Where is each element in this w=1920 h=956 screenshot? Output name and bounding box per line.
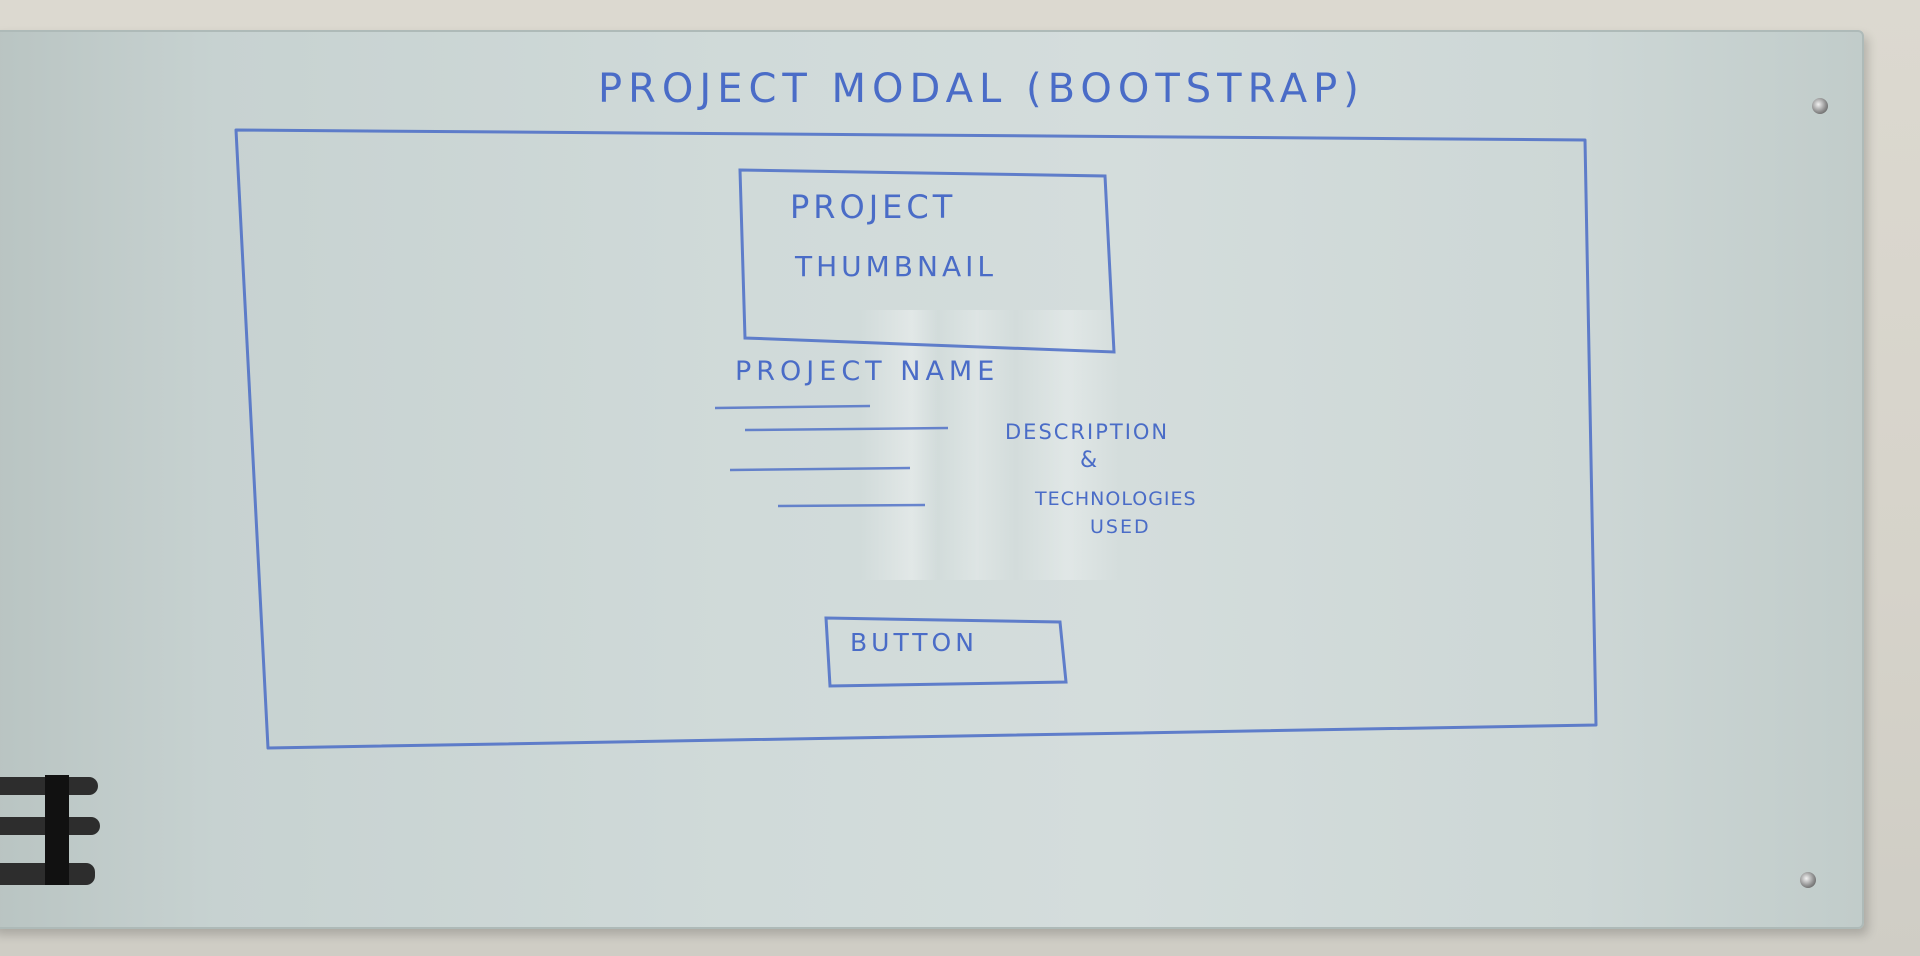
- description-label-line4: USED: [1090, 516, 1151, 538]
- button-outline: [824, 616, 1068, 688]
- button-label: BUTTON: [850, 628, 978, 657]
- description-line-2: [744, 426, 949, 432]
- description-line-3: [729, 466, 911, 472]
- description-line-4: [777, 503, 926, 508]
- modal-outline: [234, 128, 1598, 750]
- description-label-line2: &: [1080, 448, 1102, 473]
- marker-clip: [45, 775, 69, 885]
- description-label-line3: TECHNOLOGIES: [1035, 488, 1197, 510]
- mounting-screw-bottom-right: [1800, 872, 1816, 888]
- mounting-screw-top-right: [1812, 98, 1828, 114]
- description-line-1: [714, 404, 871, 410]
- board-heading: PROJECT MODAL (BOOTSTRAP): [598, 66, 1365, 112]
- thumbnail-label-line1: PROJECT: [790, 188, 957, 226]
- project-name-label: PROJECT NAME: [735, 356, 1000, 387]
- whiteboard: [0, 30, 1864, 929]
- description-label-line1: DESCRIPTION: [1005, 420, 1170, 444]
- thumbnail-box: [738, 168, 1116, 354]
- marker-tray: [0, 775, 108, 915]
- thumbnail-label-line2: THUMBNAIL: [795, 250, 997, 283]
